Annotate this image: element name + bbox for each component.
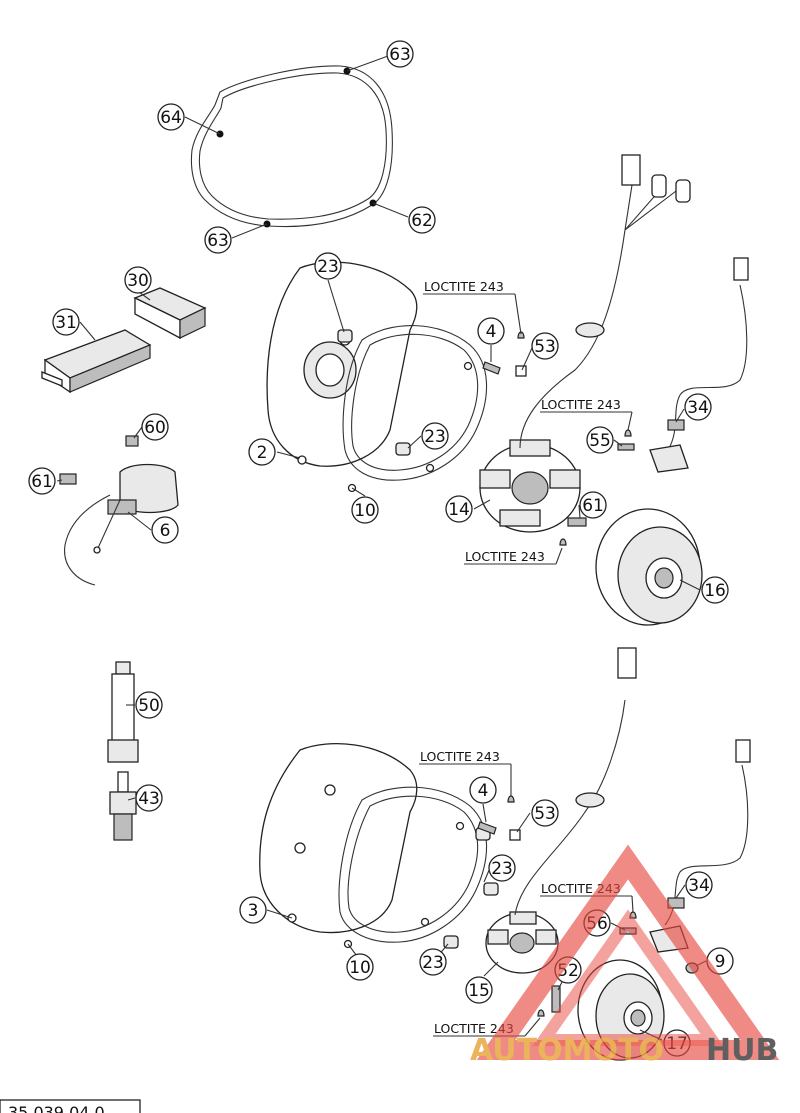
svg-text:53: 53 [534, 337, 556, 357]
callout-bubble: 34 [685, 871, 713, 899]
watermark: AUTOMOTO HUB [470, 844, 780, 1068]
callout-bubble: 64 [157, 103, 185, 131]
stator-upper [479, 439, 581, 533]
svg-text:30: 30 [127, 271, 149, 291]
watermark-text-2: HUB [706, 1033, 778, 1068]
pickup-sensor-upper [649, 257, 749, 473]
callout-bubble: 30 [124, 266, 152, 294]
ignition-cover-lower [259, 742, 418, 934]
stator-lower [485, 911, 559, 974]
svg-text:61: 61 [582, 496, 604, 516]
ignition-cover-gasket [190, 65, 393, 228]
callout-bubble: 60 [141, 413, 169, 441]
svg-text:3: 3 [248, 901, 259, 921]
callout-bubble: 63 [386, 40, 414, 68]
stator-wiring-lower [514, 647, 637, 916]
cover-gasket-lower [338, 786, 488, 949]
part-callouts: 63 64 62 63 30 31 23 4 53 34 60 2 23 55 … [28, 40, 734, 1057]
svg-text:34: 34 [688, 876, 710, 896]
svg-text:50: 50 [138, 696, 160, 716]
footer-code-box: 35 039 04 0 [0, 1099, 141, 1113]
svg-text:60: 60 [144, 418, 166, 438]
callout-bubble: 23 [314, 252, 342, 280]
callout-bubble: 31 [52, 308, 80, 336]
callout-bubble: 4 [477, 317, 505, 345]
pickup-sensor-lower [649, 739, 751, 974]
loctite-label: LOCTITE 243 [541, 397, 621, 412]
callout-bubble: 53 [531, 332, 559, 360]
svg-text:64: 64 [160, 108, 182, 128]
callout-bubble: 10 [346, 953, 374, 981]
svg-text:53: 53 [534, 804, 556, 824]
callout-bubble: 61 [579, 491, 607, 519]
loctite-label: LOCTITE 243 [434, 1021, 514, 1036]
callout-bubble: 23 [488, 854, 516, 882]
svg-text:10: 10 [354, 501, 376, 521]
svg-text:6: 6 [160, 521, 171, 541]
callout-bubble: 4 [469, 776, 497, 804]
callout-bubble: 55 [586, 426, 614, 454]
cover-gasket-upper [342, 325, 488, 493]
svg-text:23: 23 [424, 427, 446, 447]
ignition-cover-upper [266, 261, 418, 467]
svg-text:31: 31 [55, 313, 77, 333]
callout-bubble: 23 [419, 948, 447, 976]
svg-text:62: 62 [411, 211, 433, 231]
svg-text:55: 55 [589, 431, 611, 451]
callout-bubble: 2 [248, 438, 276, 466]
svg-text:43: 43 [138, 789, 160, 809]
svg-text:61: 61 [31, 472, 53, 492]
stator-wiring-upper [519, 154, 691, 449]
svg-text:15: 15 [468, 981, 490, 1001]
loctite-label: LOCTITE 243 [465, 549, 545, 564]
callout-bubble: 63 [204, 226, 232, 254]
footer-code: 35 039 04 0 [8, 1103, 105, 1113]
svg-text:4: 4 [486, 322, 497, 342]
svg-text:23: 23 [491, 859, 513, 879]
svg-text:16: 16 [704, 581, 726, 601]
svg-text:23: 23 [422, 953, 444, 973]
svg-text:2: 2 [257, 443, 268, 463]
cdi-unit [41, 329, 152, 394]
small-parts-upper [337, 329, 635, 546]
callout-bubble: 23 [421, 422, 449, 450]
loctite-label: LOCTITE 243 [420, 749, 500, 764]
watermark-text-1: AUTOMOTO [470, 1033, 664, 1068]
callout-bubble: 53 [531, 799, 559, 827]
callout-bubble: 16 [701, 576, 729, 604]
svg-text:63: 63 [207, 231, 229, 251]
callout-bubble: 50 [135, 691, 163, 719]
loctite-label: LOCTITE 243 [424, 279, 504, 294]
svg-text:23: 23 [317, 257, 339, 277]
svg-text:14: 14 [448, 500, 470, 520]
svg-text:34: 34 [687, 398, 709, 418]
watermark-logo [476, 844, 780, 1060]
spark-plug-connector [107, 661, 139, 763]
flywheel-upper [595, 508, 703, 626]
ignition-coil [59, 435, 179, 586]
svg-text:63: 63 [389, 45, 411, 65]
callout-bubble: 62 [408, 206, 436, 234]
svg-text:4: 4 [478, 781, 489, 801]
callout-bubble: 10 [351, 496, 379, 524]
callout-bubble: 3 [239, 896, 267, 924]
cdi-cover [133, 287, 207, 340]
callout-bubble: 34 [684, 393, 712, 421]
svg-text:9: 9 [715, 952, 726, 972]
svg-text:10: 10 [349, 958, 371, 978]
callout-bubble: 14 [445, 495, 473, 523]
callout-bubble: 43 [135, 784, 163, 812]
callout-bubble: 15 [465, 976, 493, 1004]
spark-plug [109, 771, 137, 841]
callout-bubble: 61 [28, 467, 56, 495]
callout-bubble: 6 [151, 516, 179, 544]
